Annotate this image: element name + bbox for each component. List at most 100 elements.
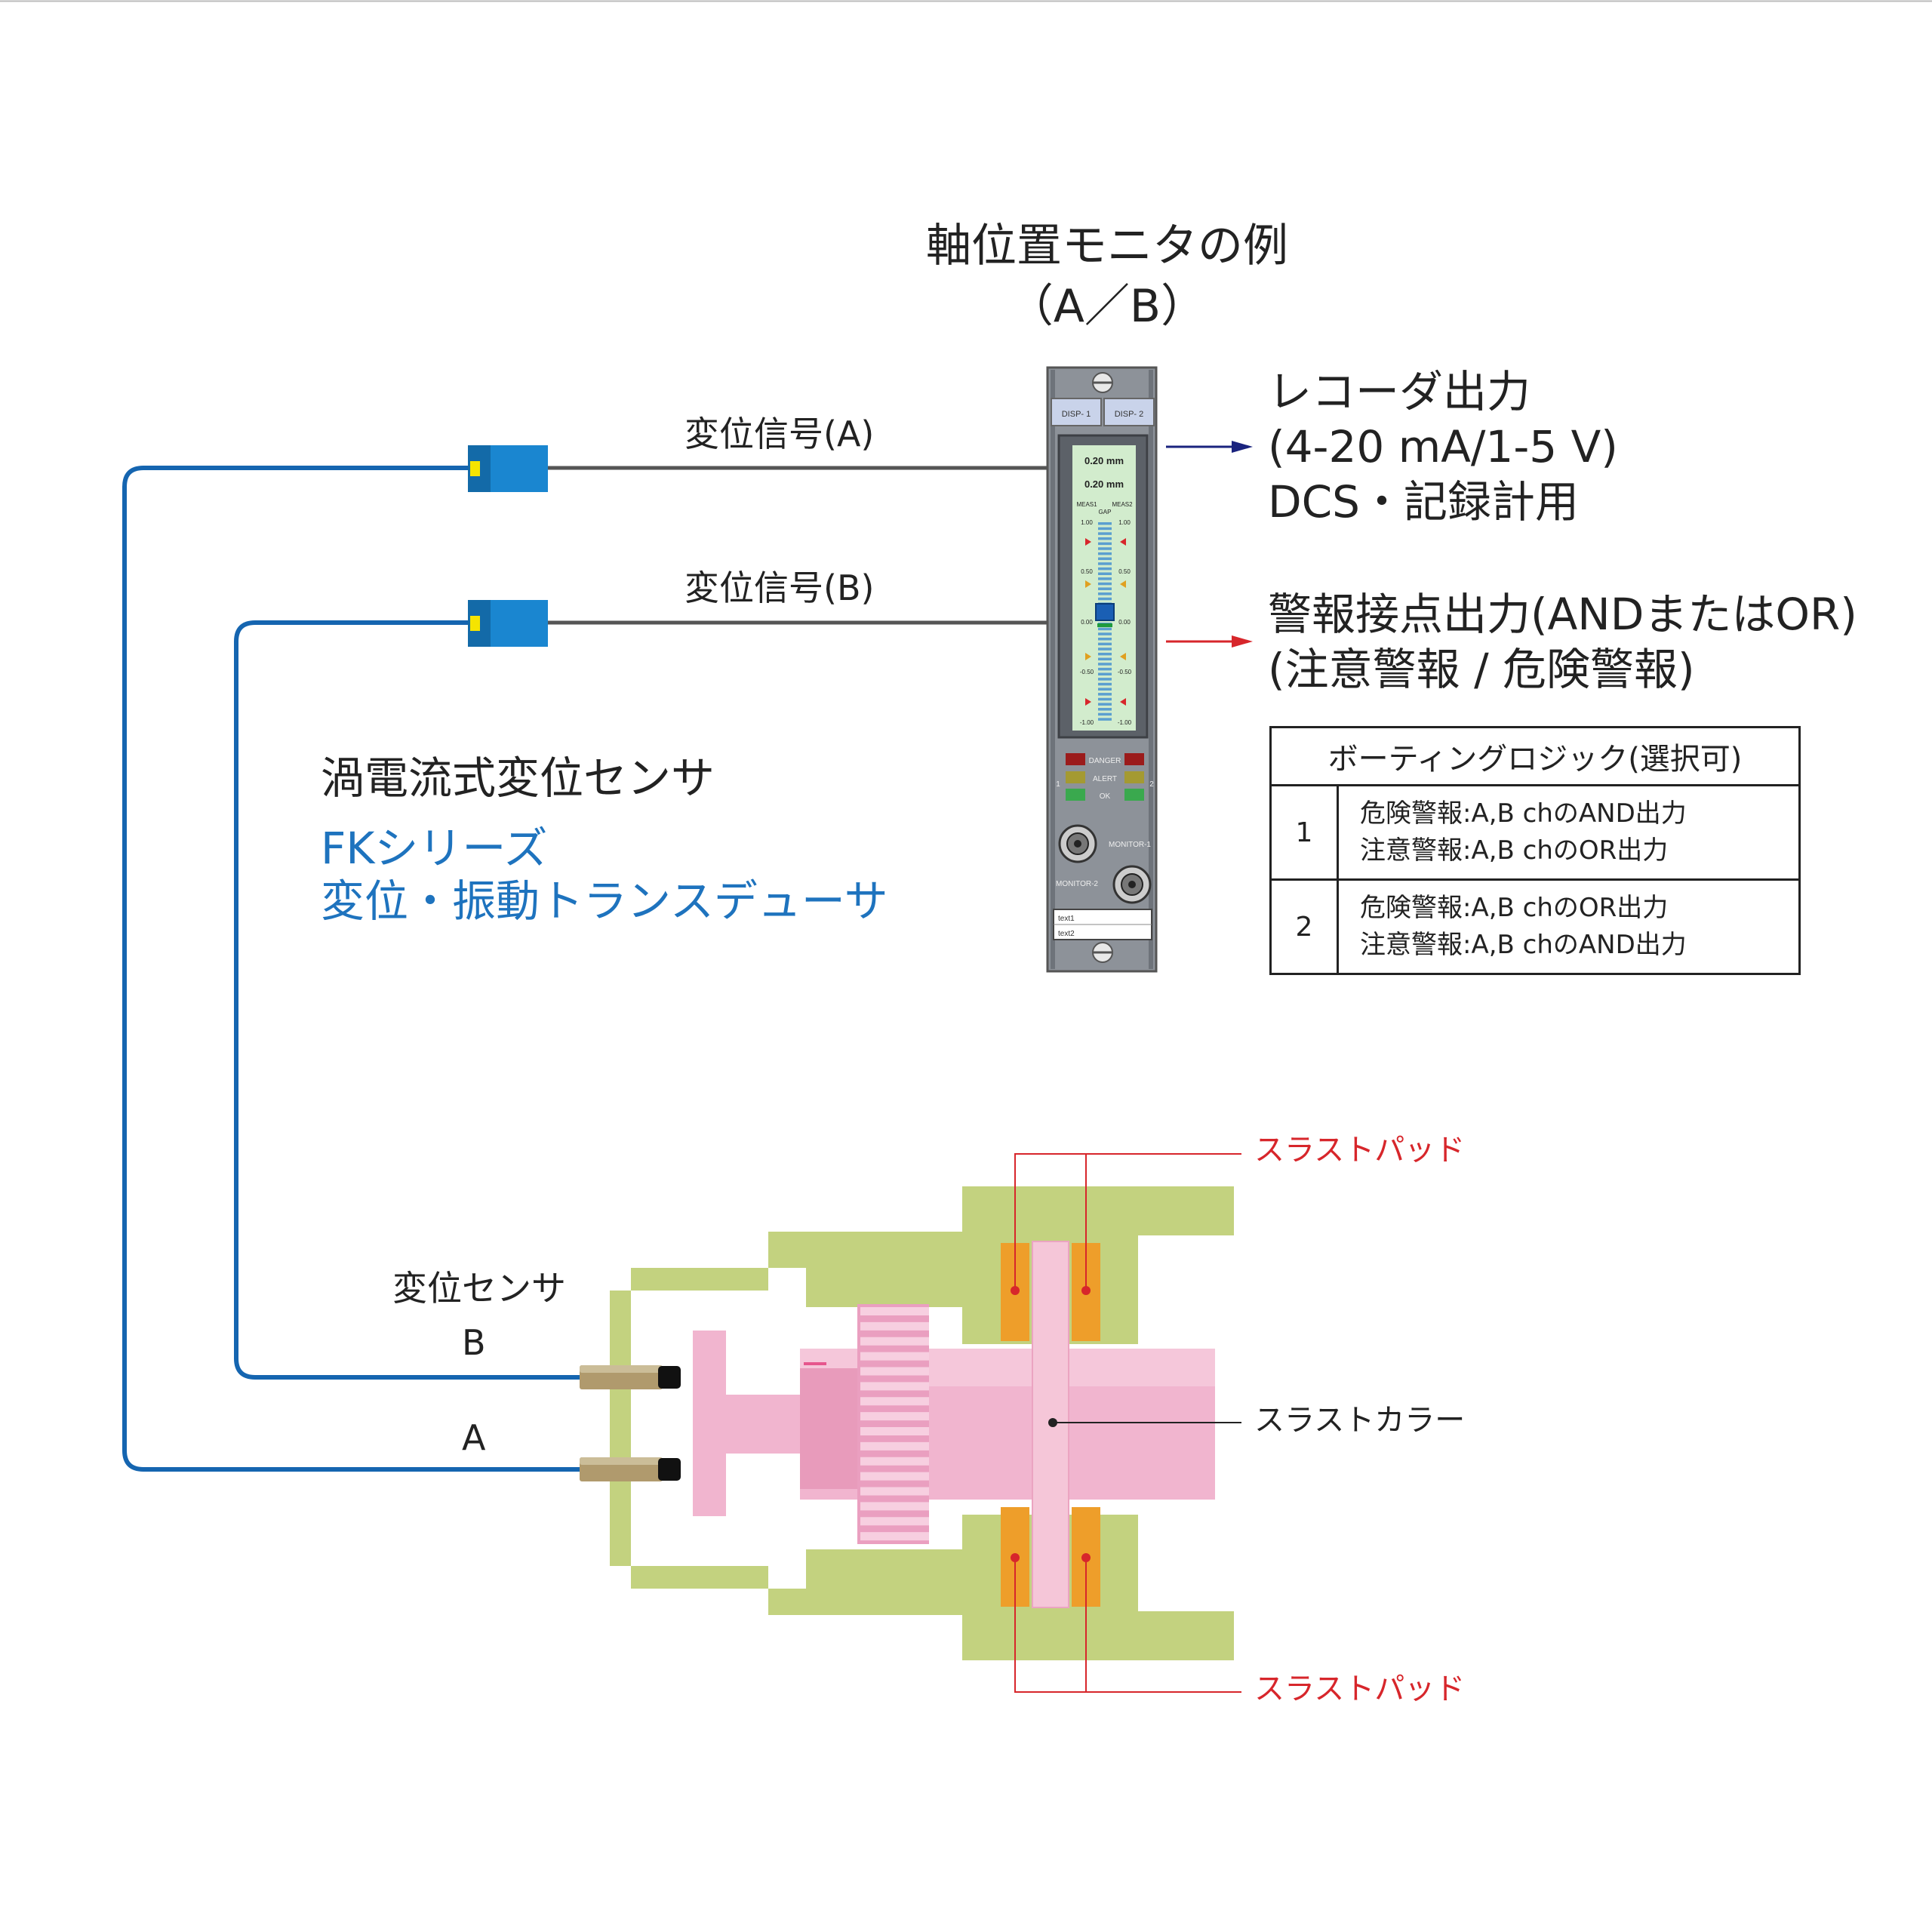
sensor-b-label: B [462,1322,486,1363]
bar-segment [1098,632,1112,635]
alert-label: ALERT [1093,775,1117,783]
row-number: 2 [1269,878,1339,975]
scale-right-label: 0.50 [1118,568,1131,575]
scale-right-label: 1.00 [1118,519,1131,526]
gear-tooth [860,1472,929,1481]
scale-left-label: 1.00 [1081,519,1093,526]
bar-graph: 1.000.500.00-0.50-1.001.000.500.00-0.50-… [1080,519,1132,726]
recorder-arrow [1166,441,1253,453]
displacement-sensor-b [580,1365,681,1389]
sensor-a-label: A [462,1417,486,1458]
row-line: 危険警報:A,B chのOR出力 [1360,892,1669,923]
gear-tooth [860,1487,929,1496]
gear-tooth [860,1412,929,1421]
bar-segment [1098,587,1112,590]
row-line: 危険警報:A,B chのAND出力 [1360,798,1687,829]
ch2-label: 2 [1149,780,1154,789]
gap-label: GAP [1099,509,1112,515]
setpoint-marker [1120,698,1126,706]
bar-segment [1098,547,1112,550]
bar-segment [1098,667,1112,671]
connector-b [468,600,548,647]
signal-b-label: 変位信号(B) [685,568,875,608]
scale-right-label: -0.50 [1118,669,1132,675]
alarm-arrow [1166,635,1253,648]
gear-tooth [860,1367,929,1376]
bar-segment [1098,678,1112,681]
bar-segment [1098,663,1112,666]
recorder-line2: (4-20 mA/1-5 V) [1268,421,1618,472]
setpoint-marker [1120,653,1126,660]
disp1-label: DISP- 1 [1062,410,1091,419]
gear-tooth [860,1352,929,1361]
ok-label: OK [1100,792,1111,801]
thrust-pad-leaders [1014,1153,1241,1693]
gear-tooth [860,1441,929,1451]
bar-segment [1098,542,1112,546]
scale-right-label: 0.00 [1118,619,1131,626]
gear-tooth [860,1517,929,1526]
bar-segment [1098,703,1112,706]
reading1: 0.20 mm [1084,455,1124,466]
bar-segment [1098,582,1112,586]
bar-segment [1098,642,1112,646]
row-number: 1 [1269,784,1339,881]
scale-right-label: -1.00 [1118,719,1132,726]
gap-marker [1097,623,1112,627]
scale-left-label: -0.50 [1080,669,1094,675]
bar-segment [1098,697,1112,701]
bar-segment [1098,572,1112,575]
setpoint-marker [1085,580,1091,588]
gear-tooth [860,1321,929,1331]
ch1-label: 1 [1056,780,1060,789]
bar-segment [1098,652,1112,656]
bar-segment [1098,672,1112,675]
sensor-title: 渦電流式変位センサ [321,752,715,804]
bar-segment [1098,712,1112,716]
bar-segment [1098,577,1112,580]
bar-segment [1098,648,1112,651]
bar-segment [1098,552,1112,555]
monitor1-label: MONITOR-1 [1109,841,1151,849]
voting-logic-table: ボーティングロジック(選択可) 1 危険警報:A,B chのAND出力 注意警報… [1269,726,1801,975]
alarm-line1: 警報接点出力(ANDまたはOR) [1268,589,1857,640]
thrust-pad-bottom-label: スラストパッド [1254,1672,1466,1706]
scale-left-label: 0.00 [1081,619,1093,626]
thrust-collar-label: スラストカラー [1254,1403,1466,1438]
danger-label: DANGER [1089,757,1121,765]
setpoint-marker [1120,580,1126,588]
module-indicators [1053,753,1152,963]
bar-segment [1098,537,1112,540]
row-line: 注意警報:A,B chのOR出力 [1360,835,1669,866]
bar-segment [1098,718,1112,721]
bar-segment [1098,657,1112,661]
module-text: DISP- 1 DISP- 2 0.20 mm 0.20 mm MEAS1 ME… [1056,410,1154,938]
table-row: 2 危険警報:A,B chのOR出力 注意警報:A,B chのAND出力 [1269,878,1801,975]
bar-segment [1098,527,1112,531]
series-line1: FKシリーズ [321,823,548,874]
row-text: 危険警報:A,B chのOR出力 注意警報:A,B chのAND出力 [1337,878,1801,975]
gear-tooth [860,1382,929,1391]
monitor2-label: MONITOR-2 [1056,880,1098,888]
table-row: 1 危険警報:A,B chのAND出力 注意警報:A,B chのOR出力 [1269,784,1801,881]
cable-b [234,620,585,1380]
bar-segment [1098,693,1112,696]
bar-segment [1098,597,1112,601]
setpoint-marker [1085,698,1091,706]
bar-segment [1098,522,1112,525]
bar-segment [1098,708,1112,711]
recorder-line1: レコーダ出力 [1268,366,1531,417]
bar-segment [1098,562,1112,565]
connector-a [468,445,548,492]
monitor-title-line1: 軸位置モニタの例 [926,220,1288,272]
bar-segment [1098,557,1112,561]
thrust-pad-dots [1011,1286,1091,1562]
text2-label: text2 [1058,930,1075,938]
gear-tooth [860,1457,929,1466]
cable-a [122,466,585,1472]
reading2: 0.20 mm [1084,478,1124,490]
row-line: 注意警報:A,B chのAND出力 [1360,930,1687,960]
setpoint-marker [1120,538,1126,546]
setpoint-marker [1085,538,1091,546]
